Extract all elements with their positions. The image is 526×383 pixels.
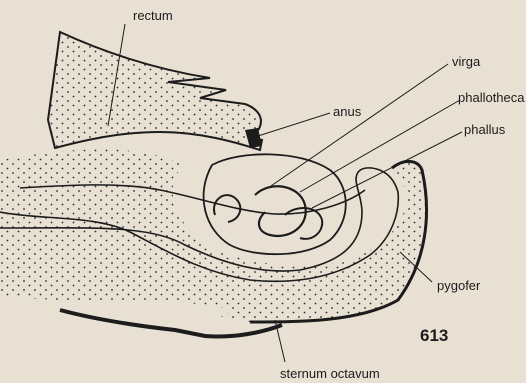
label-rectum: rectum [133,8,173,23]
figure-number: 613 [420,326,448,345]
phallotheca-sac [204,154,346,254]
phallus-leader [312,132,462,208]
rectum-tissue-band [48,32,262,150]
lower-tissue-band [0,149,427,322]
anus-leader [258,113,330,136]
label-pygofer: pygofer [437,278,481,293]
label-virga: virga [452,54,481,69]
label-phallus: phallus [464,122,506,137]
phallotheca-leader [300,100,460,192]
label-phallotheca: phallotheca [458,90,525,105]
label-anus: anus [333,104,362,119]
label-sternum-octavum: sternum octavum [280,366,380,381]
phallus-coil [255,186,306,236]
